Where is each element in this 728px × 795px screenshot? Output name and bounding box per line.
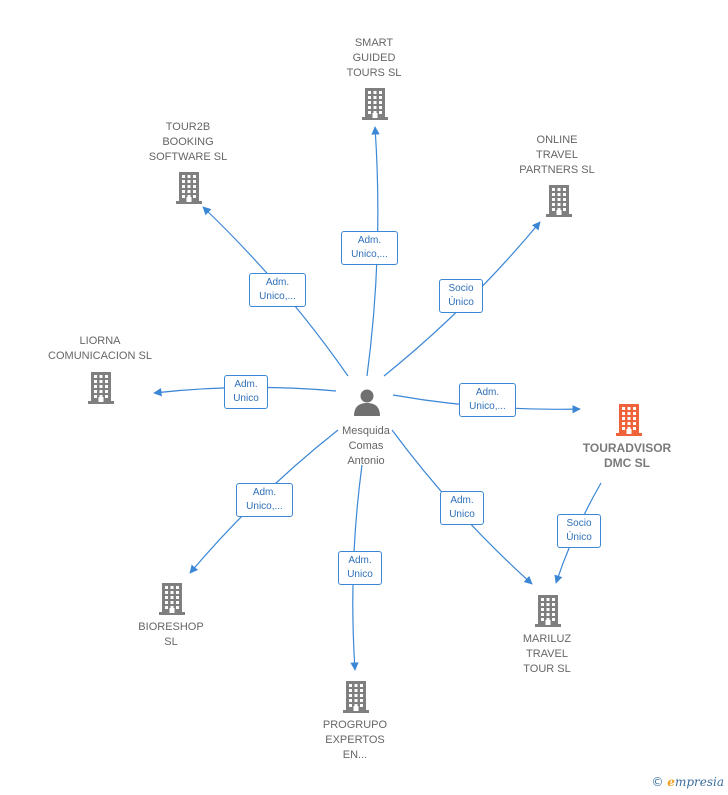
edge-label-touradvisor-mariluz[interactable]: Socio Único	[557, 514, 601, 548]
company-name-touradvisor[interactable]: TOURADVISOR DMC SL	[582, 441, 672, 470]
edge-label-center-progrupo[interactable]: Adm. Unico	[338, 551, 382, 585]
edge-label-center-touradvisor[interactable]: Adm. Unico,...	[459, 383, 516, 417]
brand-name: mpresia	[674, 775, 724, 789]
edge-label-center-bioreshop[interactable]: Adm. Unico,...	[236, 483, 293, 517]
building-icon-mariluz[interactable]	[533, 593, 563, 632]
brand-initial: e	[667, 775, 675, 789]
edge-label-center-online[interactable]: Socio Único	[439, 279, 483, 313]
company-name-smart[interactable]: SMART GUIDED TOURS SL	[346, 37, 402, 79]
building-icon-touradvisor[interactable]	[614, 402, 644, 441]
company-name-online[interactable]: ONLINE TRAVEL PARTNERS SL	[519, 134, 595, 176]
edge-label-center-smart[interactable]: Adm. Unico,...	[341, 231, 398, 265]
edge-label-center-mariluz[interactable]: Adm. Unico	[440, 491, 484, 525]
company-name-tour2b[interactable]: TOUR2B BOOKING SOFTWARE SL	[148, 121, 228, 163]
building-icon-online[interactable]	[544, 183, 574, 222]
building-icon-tour2b[interactable]	[174, 170, 204, 209]
company-name-progrupo[interactable]: PROGRUPO EXPERTOS EN...	[322, 719, 388, 761]
person-icon[interactable]	[352, 387, 382, 422]
edge-label-center-tour2b[interactable]: Adm. Unico,...	[249, 273, 306, 307]
company-name-mariluz[interactable]: MARILUZ TRAVEL TOUR SL	[522, 633, 572, 675]
company-name-bioreshop[interactable]: BIORESHOP SL	[138, 621, 204, 648]
footer-brand: © empresia	[651, 775, 724, 789]
person-name[interactable]: Mesquida Comas Antonio	[342, 425, 390, 467]
building-icon-progrupo[interactable]	[341, 679, 371, 718]
building-icon-liorna[interactable]	[86, 370, 116, 409]
copyright-symbol: ©	[651, 775, 664, 789]
company-name-liorna[interactable]: LIORNA COMUNICACION SL	[48, 335, 152, 362]
edge-label-center-liorna[interactable]: Adm. Unico	[224, 375, 268, 409]
building-icon-smart[interactable]	[360, 86, 390, 125]
building-icon-bioreshop[interactable]	[157, 581, 187, 620]
